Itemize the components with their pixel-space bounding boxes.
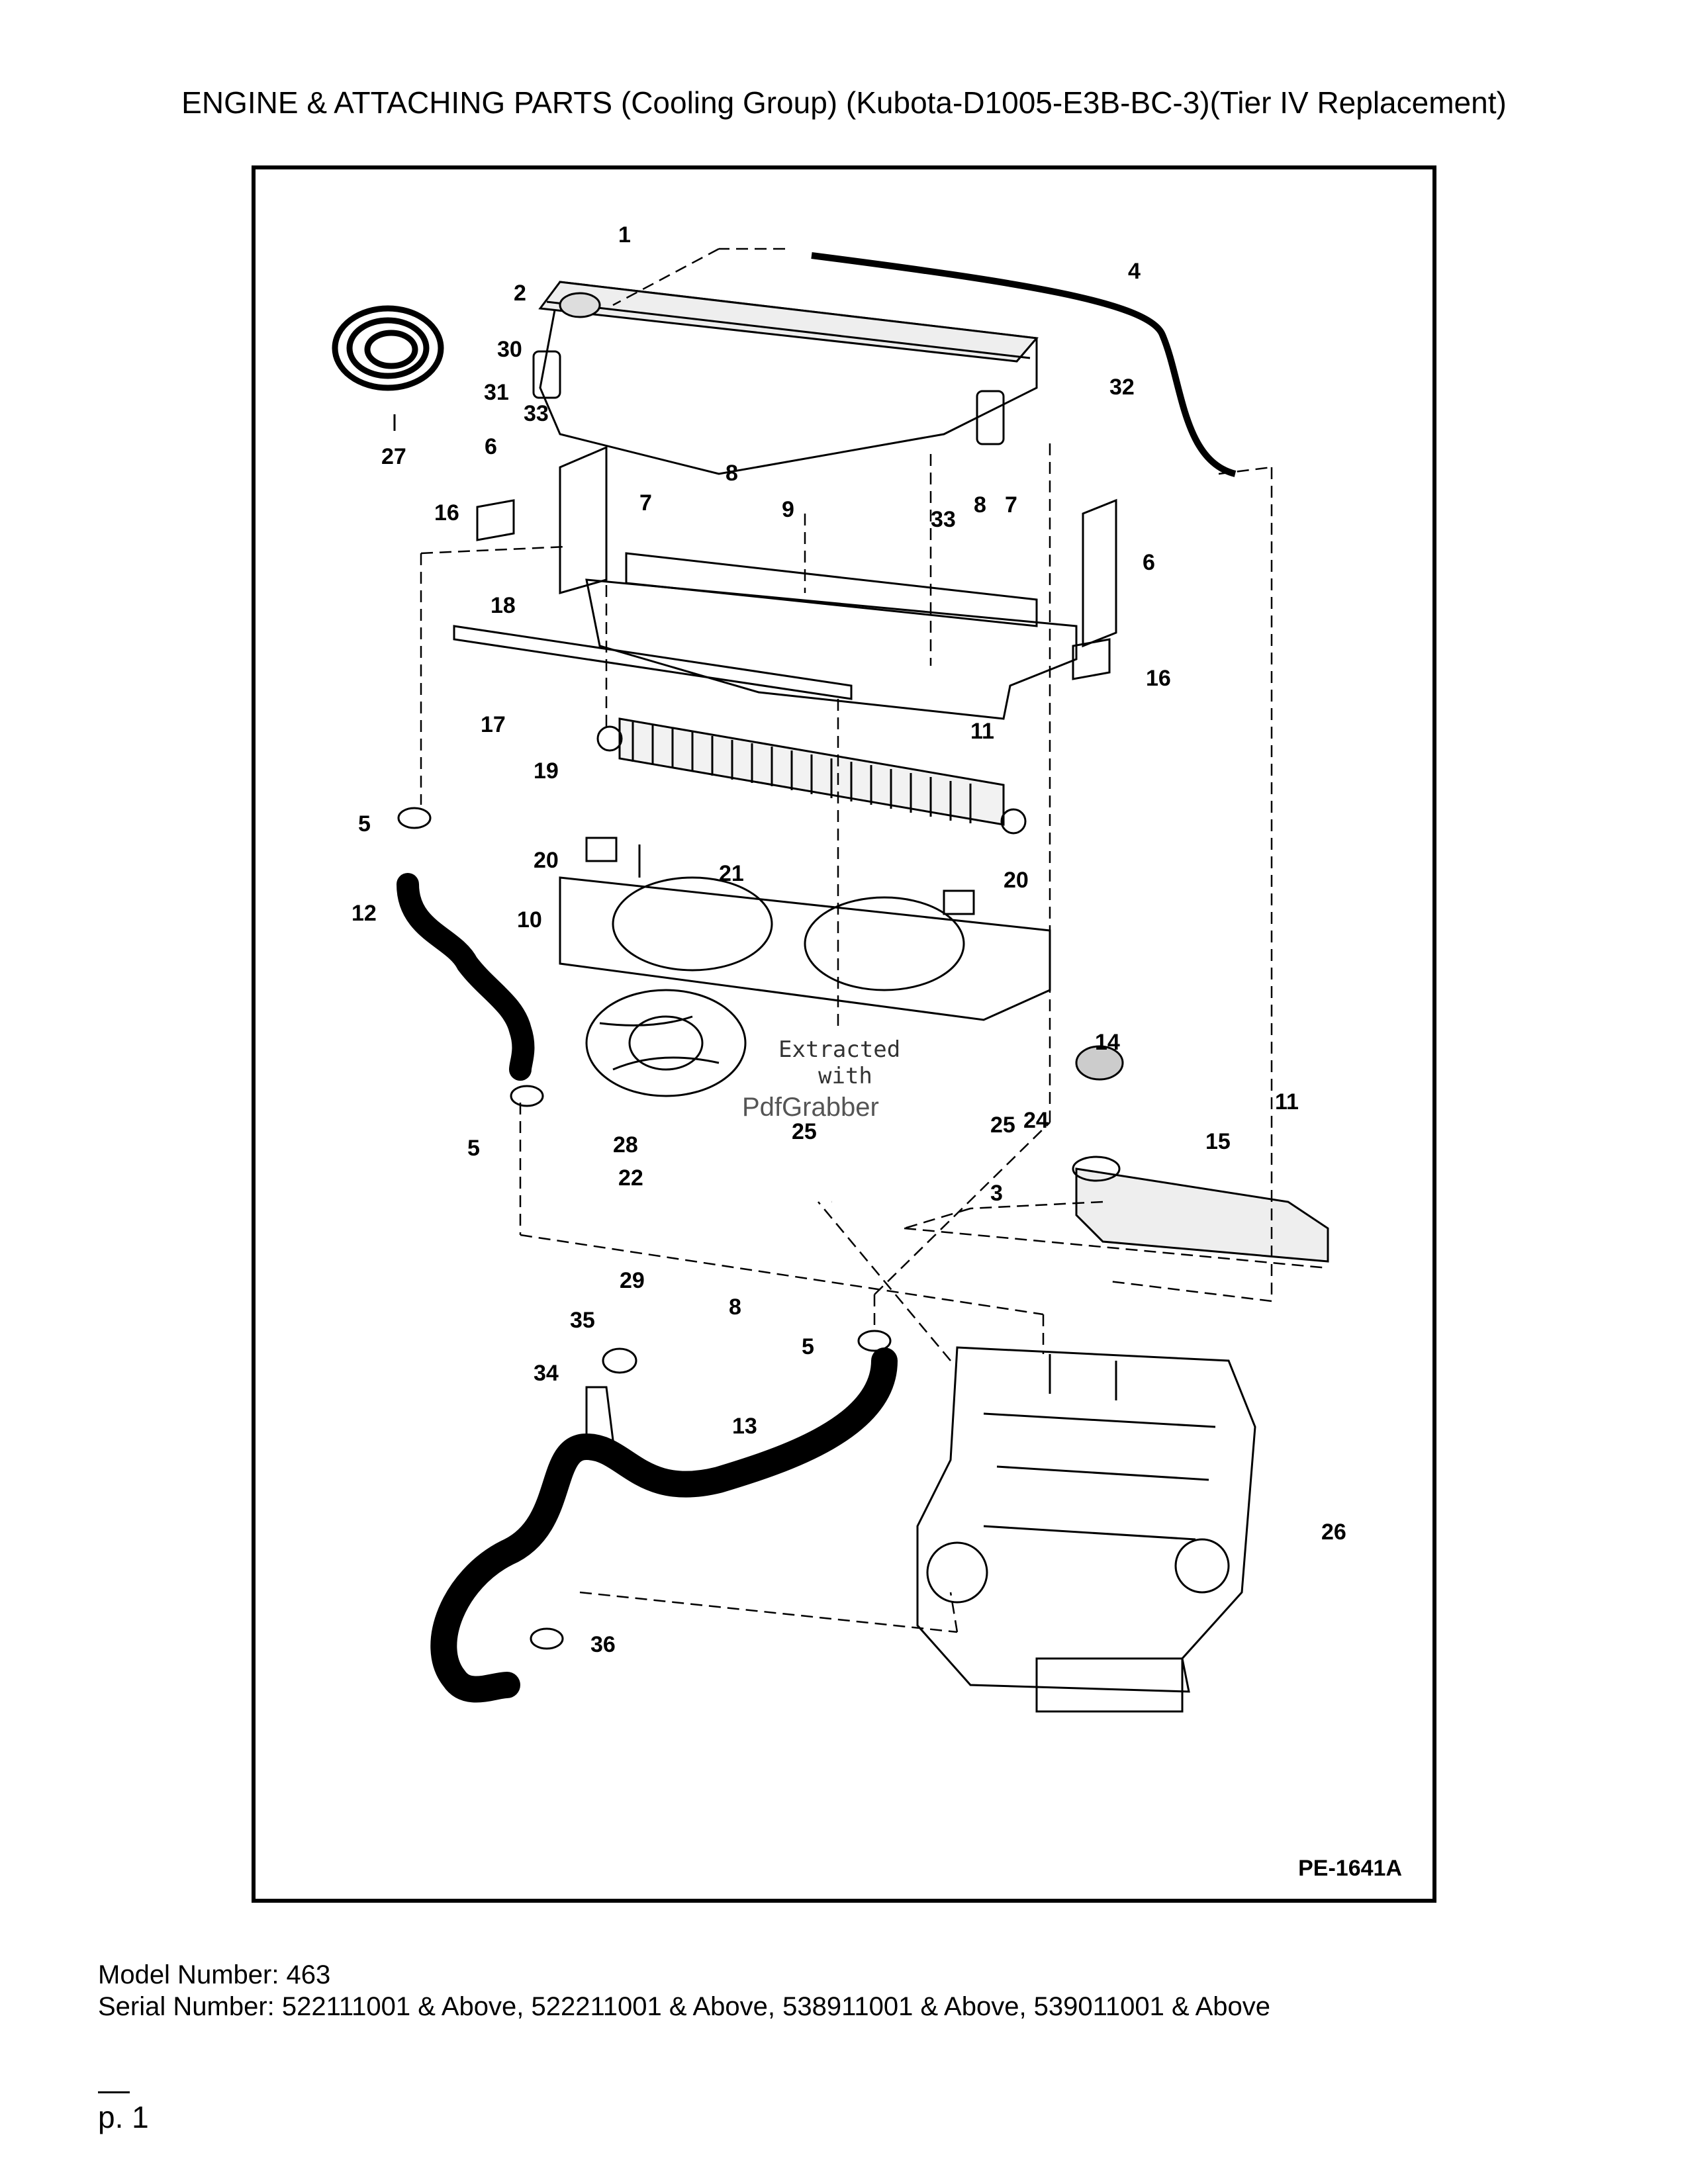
upper-hose	[397, 873, 535, 1081]
callout-7: 7	[639, 490, 652, 516]
page-title: ENGINE & ATTACHING PARTS (Cooling Group)…	[181, 85, 1507, 120]
hose-clamp	[857, 1330, 892, 1352]
watermark-text: PdfGrabber	[742, 1093, 879, 1122]
lower-hose	[430, 1347, 898, 1703]
foam-strip-left	[476, 499, 515, 541]
hose-bracket	[585, 1386, 614, 1441]
page-number: p. 1	[98, 2100, 149, 2134]
parts-diagram: 1 2 30 31 33 27 4 32 6 7 8 16 9 33 8 7 6…	[252, 165, 1436, 1903]
callout-16: 16	[1146, 666, 1171, 691]
callout-13: 13	[732, 1414, 757, 1439]
callout-5: 5	[467, 1136, 480, 1161]
hose-clamp	[530, 1627, 564, 1650]
callout-14: 14	[1095, 1030, 1120, 1055]
page-divider	[98, 2091, 130, 2093]
callout-18: 18	[491, 593, 516, 618]
callout-8: 8	[726, 461, 738, 486]
callout-22: 22	[618, 1165, 643, 1191]
engine-block	[916, 1346, 1256, 1713]
callout-32: 32	[1109, 375, 1135, 400]
callout-21: 21	[719, 861, 744, 886]
isolator-right	[943, 889, 975, 915]
callout-28: 28	[613, 1132, 638, 1158]
watermark-text: Extracted	[778, 1036, 901, 1063]
foam-strip-right	[1072, 638, 1111, 680]
diagram-code: PE-1641A	[1298, 1856, 1402, 1881]
isolator-left	[585, 837, 618, 862]
callout-33: 33	[931, 507, 956, 532]
callout-27: 27	[381, 444, 406, 469]
callout-5: 5	[802, 1334, 814, 1359]
callout-8: 8	[729, 1295, 741, 1320]
electric-fan	[585, 989, 747, 1097]
hose-clip	[602, 1347, 637, 1374]
callout-11: 11	[1275, 1089, 1299, 1115]
callout-20: 20	[1004, 868, 1029, 893]
callout-30: 30	[497, 337, 522, 362]
callout-2: 2	[514, 281, 526, 306]
callout-26: 26	[1321, 1520, 1346, 1545]
callout-36: 36	[590, 1632, 616, 1657]
callout-33: 33	[524, 401, 549, 426]
oil-cooler	[596, 717, 1027, 835]
overflow-hose	[811, 252, 1237, 477]
callout-19: 19	[534, 758, 559, 784]
callout-25: 25	[990, 1113, 1015, 1138]
callout-10: 10	[517, 907, 542, 933]
serial-number: Serial Number: 522111001 & Above, 522211…	[98, 1992, 1271, 2021]
callout-25: 25	[792, 1119, 817, 1144]
callout-34: 34	[534, 1361, 559, 1386]
model-number: Model Number: 463	[98, 1960, 331, 1989]
callout-6: 6	[1143, 550, 1155, 575]
coolant-reservoir	[532, 281, 1039, 475]
callout-16: 16	[434, 500, 459, 525]
callout-11: 11	[970, 719, 994, 744]
callout-7: 7	[1005, 492, 1017, 518]
callout-4: 4	[1128, 259, 1141, 284]
radiator-cap	[559, 292, 601, 318]
watermark-text: with	[818, 1063, 872, 1089]
callout-12: 12	[352, 901, 377, 926]
callout-31: 31	[484, 380, 509, 405]
fan-shroud	[559, 844, 1051, 1021]
callout-3: 3	[990, 1181, 1003, 1206]
hose-clamp	[510, 1085, 544, 1107]
callout-6: 6	[485, 434, 497, 459]
foam-strip-long	[453, 625, 853, 700]
callout-1: 1	[618, 222, 631, 248]
callout-17: 17	[481, 712, 506, 737]
callout-8: 8	[974, 492, 986, 518]
callout-9: 9	[782, 497, 794, 522]
exploded-view-drawing	[332, 248, 1329, 1713]
callout-35: 35	[570, 1308, 595, 1333]
upper-shroud-bracket	[559, 445, 1117, 720]
coiled-hose	[332, 305, 444, 391]
callout-24: 24	[1023, 1108, 1049, 1133]
coolant-bottle	[1072, 1045, 1329, 1263]
hose-clamp	[397, 807, 432, 829]
callout-15: 15	[1205, 1129, 1231, 1154]
callout-5: 5	[358, 811, 371, 837]
callout-29: 29	[620, 1268, 645, 1293]
callout-20: 20	[534, 848, 559, 873]
